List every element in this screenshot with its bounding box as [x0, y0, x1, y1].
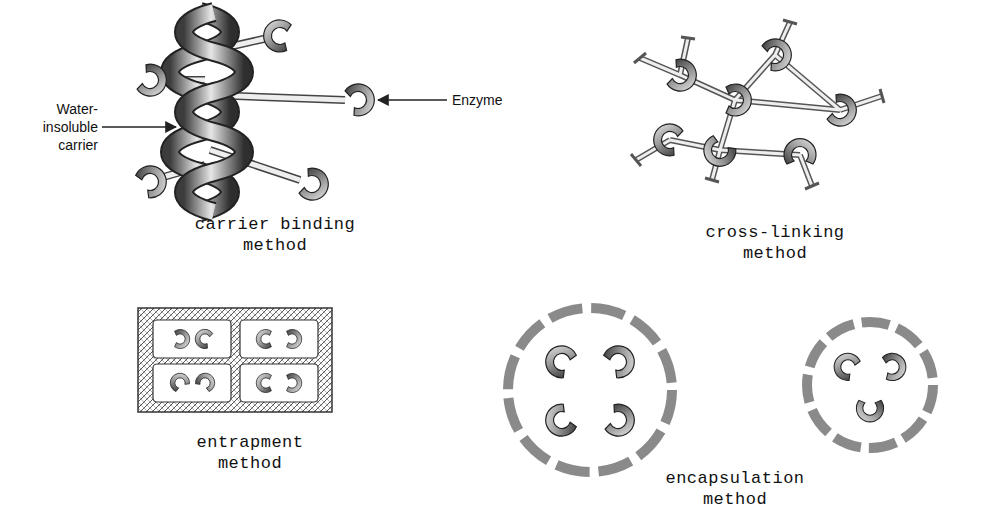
enzyme-symbols: [540, 340, 908, 442]
enzyme-symbols: [167, 327, 302, 393]
cross-link-rods: [631, 20, 884, 189]
leader-arrow: [102, 126, 176, 128]
method-caption: entrapment method: [170, 432, 330, 474]
method-caption: cross-linking method: [690, 222, 860, 264]
carrier-helix: [170, 12, 244, 212]
leader-arrow: [378, 99, 447, 101]
method-caption: encapsulation method: [645, 468, 825, 510]
callout-label: Water-insoluble carrier: [22, 100, 98, 154]
callout-label: Enzyme: [452, 91, 532, 109]
enzyme-symbols: [134, 17, 379, 204]
capsule-membranes: [508, 308, 933, 472]
method-caption: carrier binding method: [180, 214, 370, 256]
gel-matrix: [138, 308, 332, 412]
enzyme-symbols: [649, 34, 861, 172]
